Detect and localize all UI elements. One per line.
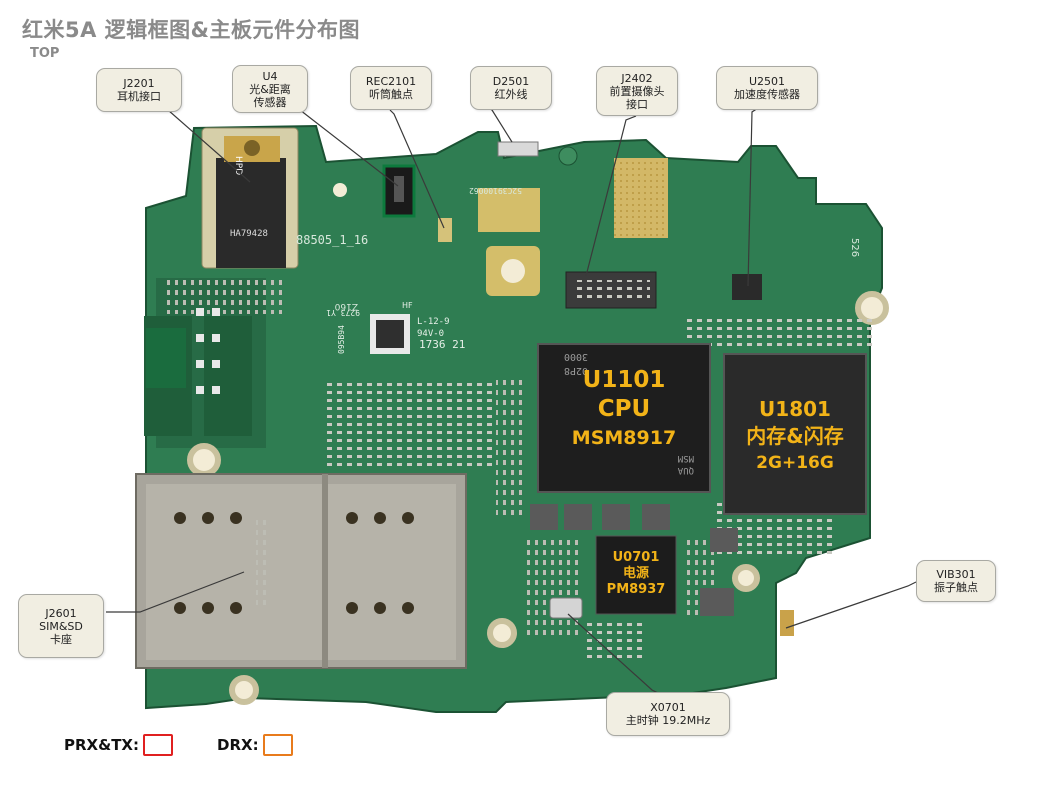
j2601-desc-1: SIM&SD	[39, 619, 83, 633]
corner-code-text: 526	[849, 238, 860, 257]
rot-code-2-text: 095B94	[337, 325, 346, 354]
legend-prx-tx-swatch	[143, 734, 173, 756]
page-subtitle: TOP	[30, 46, 60, 61]
cpu-marking-1-text: 3000	[564, 351, 588, 362]
callout-d2501: D2501 红外线	[470, 66, 552, 110]
rot-code-1-text: 9273 Y1	[326, 308, 360, 317]
d2501-desc: 红外线	[494, 88, 528, 101]
j2201-desc: 耳机接口	[117, 90, 161, 103]
legend-drx-label: DRX:	[217, 736, 259, 754]
u1101-model: MSM8917	[571, 427, 677, 449]
callout-u4: U4 光&距离 传感器	[232, 65, 308, 113]
j2601-id: J2601	[45, 606, 77, 620]
vib301-desc: 振子触点	[934, 581, 978, 594]
rec2101-desc: 听筒触点	[369, 88, 413, 101]
date1-text: L-12-9	[417, 317, 450, 327]
hpd-text: HPD	[233, 156, 243, 175]
cpu-marking-3-text: QUA	[677, 465, 694, 475]
u0701-model: PM8937	[606, 582, 666, 597]
u4-id: U4	[262, 69, 278, 83]
date2-text: 94V-0	[417, 329, 444, 339]
callout-x0701: X0701 主时钟 19.2MHz	[606, 692, 730, 736]
cpu-marking-4-text: MSM	[677, 453, 694, 463]
legend-drx-swatch	[262, 734, 293, 756]
date3-text: 1736 21	[419, 338, 465, 351]
z160-text: Z160	[334, 301, 358, 311]
j2201-id: J2201	[123, 77, 155, 90]
u1101-cpu-label: U1101 CPU MSM8917	[538, 366, 710, 453]
jack-code-text: HA79428	[230, 229, 268, 239]
pcb-board: HA79428 HPD 88505_1_16 52C39100062 526 Z…	[126, 118, 900, 722]
u2501-desc: 加速度传感器	[734, 88, 800, 101]
d2501-id: D2501	[492, 75, 530, 88]
vertical-code-text: 52C39100062	[469, 186, 522, 195]
rec2101-id: REC2101	[365, 75, 417, 88]
board-code-text: 88505_1_16	[296, 233, 368, 247]
u1801-capacity: 2G+16G	[756, 453, 834, 473]
j2601-desc-2: 卡座	[50, 632, 72, 646]
u1101-id: U1101	[582, 367, 666, 393]
callout-j2402: J2402 前置摄像头 接口	[596, 66, 678, 116]
u1801-type: 内存&闪存	[746, 424, 844, 448]
cpu-marking-2-text: 02P8	[564, 365, 588, 376]
hf-mark-text: HF	[402, 301, 413, 310]
u4-desc-1: 光&距离	[249, 82, 291, 96]
u2501-id: U2501	[748, 75, 786, 88]
u1801-id: U1801	[759, 397, 831, 421]
j2402-desc-2: 接口	[626, 97, 648, 111]
callout-j2201: J2201 耳机接口	[96, 68, 182, 112]
u1801-memory-label: U1801 内存&闪存 2G+16G	[724, 396, 866, 477]
u0701-id: U0701	[612, 550, 660, 565]
callout-u2501: U2501 加速度传感器	[716, 66, 818, 110]
j2402-id: J2402	[621, 71, 653, 85]
x0701-desc: 主时钟 19.2MHz	[625, 714, 711, 727]
callout-j2601: J2601 SIM&SD 卡座	[18, 594, 104, 658]
legend-prx-tx: PRX&TX:	[64, 734, 173, 756]
vib301-id: VIB301	[936, 568, 976, 581]
u0701-pmic-label: U0701 电源 PM8937	[596, 550, 676, 598]
legend-drx: DRX:	[217, 734, 293, 756]
callout-rec2101: REC2101 听筒触点	[350, 66, 432, 110]
legend-prx-tx-label: PRX&TX:	[64, 736, 139, 754]
j2402-desc-1: 前置摄像头	[609, 84, 665, 98]
u4-desc-2: 传感器	[253, 95, 287, 109]
u1101-type: CPU	[597, 396, 651, 422]
callout-vib301: VIB301 振子触点	[916, 560, 996, 602]
x0701-id: X0701	[650, 701, 686, 714]
page-title: 红米5A 逻辑框图&主板元件分布图	[22, 18, 360, 42]
u0701-type: 电源	[622, 566, 649, 581]
